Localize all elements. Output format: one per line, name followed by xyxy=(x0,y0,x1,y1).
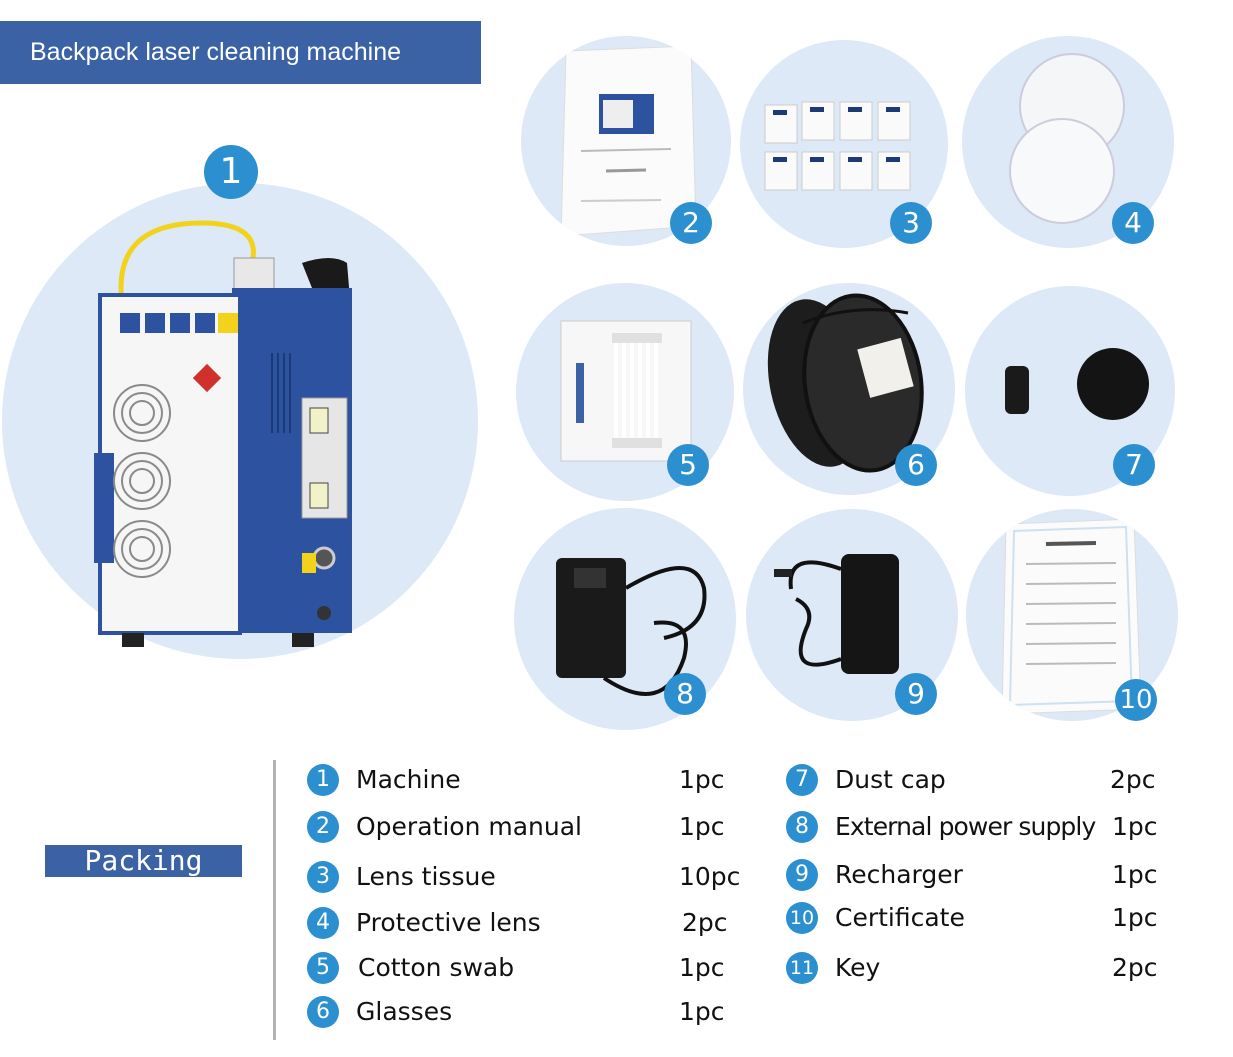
badge-1: 1 xyxy=(204,145,258,199)
list-item: 2 Operation manual 1pc xyxy=(307,811,727,845)
list-item: 5 Cotton swab 1pc xyxy=(307,952,727,986)
list-number: 6 xyxy=(307,996,339,1028)
page-title-banner: Backpack laser cleaning machine xyxy=(0,21,481,84)
list-number: 11 xyxy=(786,952,818,984)
item-name: Certificate xyxy=(835,903,965,932)
page-title: Backpack laser cleaning machine xyxy=(30,38,402,66)
cotton-swab-icon xyxy=(560,320,692,462)
item-qty: 1pc xyxy=(679,953,725,982)
badge-4: 4 xyxy=(1112,202,1154,244)
badge-9: 9 xyxy=(895,673,937,715)
list-number: 7 xyxy=(786,764,818,796)
item-name: Protective lens xyxy=(356,908,541,937)
protective-lens-photo xyxy=(962,36,1174,248)
list-number: 5 xyxy=(307,952,339,984)
list-number: 3 xyxy=(307,861,339,893)
item-name: Key xyxy=(835,953,881,982)
glasses-photo xyxy=(743,283,955,495)
manual-icon xyxy=(560,45,697,237)
item-qty: 1pc xyxy=(1112,903,1158,932)
item-name: Glasses xyxy=(356,997,453,1026)
badge-8: 8 xyxy=(664,673,706,715)
list-item: 11 Key 2pc xyxy=(786,952,1166,986)
power-supply-photo xyxy=(514,508,736,730)
list-item: 1 Machine 1pc xyxy=(307,764,727,798)
item-name: Operation manual xyxy=(356,812,582,841)
recharger-photo xyxy=(746,509,958,721)
list-number: 8 xyxy=(786,811,818,843)
divider xyxy=(273,760,276,1040)
badge-10: 10 xyxy=(1115,679,1157,721)
power-supply-icon xyxy=(556,558,707,696)
dust-cap-icon xyxy=(1005,348,1149,420)
recharger-icon xyxy=(774,554,899,674)
list-item: 9 Recharger 1pc xyxy=(786,859,1166,893)
badge-2: 2 xyxy=(670,202,712,244)
list-number: 1 xyxy=(307,764,339,796)
list-item: 10 Certificate 1pc xyxy=(786,902,1166,936)
item-qty: 2pc xyxy=(682,908,728,937)
list-number: 4 xyxy=(307,907,339,939)
list-item: 8 External power supply 1pc xyxy=(786,811,1166,845)
item-qty: 2pc xyxy=(1110,765,1156,794)
item-qty: 10pc xyxy=(679,862,741,891)
list-number: 10 xyxy=(786,902,818,934)
item-name: Machine xyxy=(356,765,461,794)
badge-3: 3 xyxy=(890,202,932,244)
badge-7: 7 xyxy=(1113,444,1155,486)
item-qty: 1pc xyxy=(679,812,725,841)
dust-cap-photo xyxy=(965,286,1175,496)
list-item: 7 Dust cap 2pc xyxy=(786,764,1166,798)
item-qty: 1pc xyxy=(1112,812,1158,841)
item-qty: 1pc xyxy=(679,997,725,1026)
glasses-case-icon xyxy=(767,293,924,473)
item-name: Cotton swab xyxy=(358,953,515,982)
list-number: 2 xyxy=(307,811,339,843)
certificate-icon xyxy=(1001,518,1142,715)
badge-6: 6 xyxy=(895,444,937,486)
list-item: 6 Glasses 1pc xyxy=(307,996,727,1030)
list-item: 3 Lens tissue 10pc xyxy=(307,861,747,895)
item-name: Recharger xyxy=(835,860,963,889)
protective-lens-icon xyxy=(1009,53,1125,224)
lens-tissue-icon xyxy=(764,101,911,191)
packing-list-label: Packing list xyxy=(45,845,242,909)
item-qty: 1pc xyxy=(679,765,725,794)
list-number: 9 xyxy=(786,859,818,891)
item-qty: 2pc xyxy=(1112,953,1158,982)
machine-photo xyxy=(2,183,478,659)
item-name: Dust cap xyxy=(835,765,946,794)
badge-5: 5 xyxy=(667,444,709,486)
item-qty: 1pc xyxy=(1112,860,1158,889)
item-name: Lens tissue xyxy=(356,862,496,891)
list-item: 4 Protective lens 2pc xyxy=(307,907,747,941)
item-name: External power supply xyxy=(835,812,1096,841)
laser-machine-icon xyxy=(94,220,352,647)
